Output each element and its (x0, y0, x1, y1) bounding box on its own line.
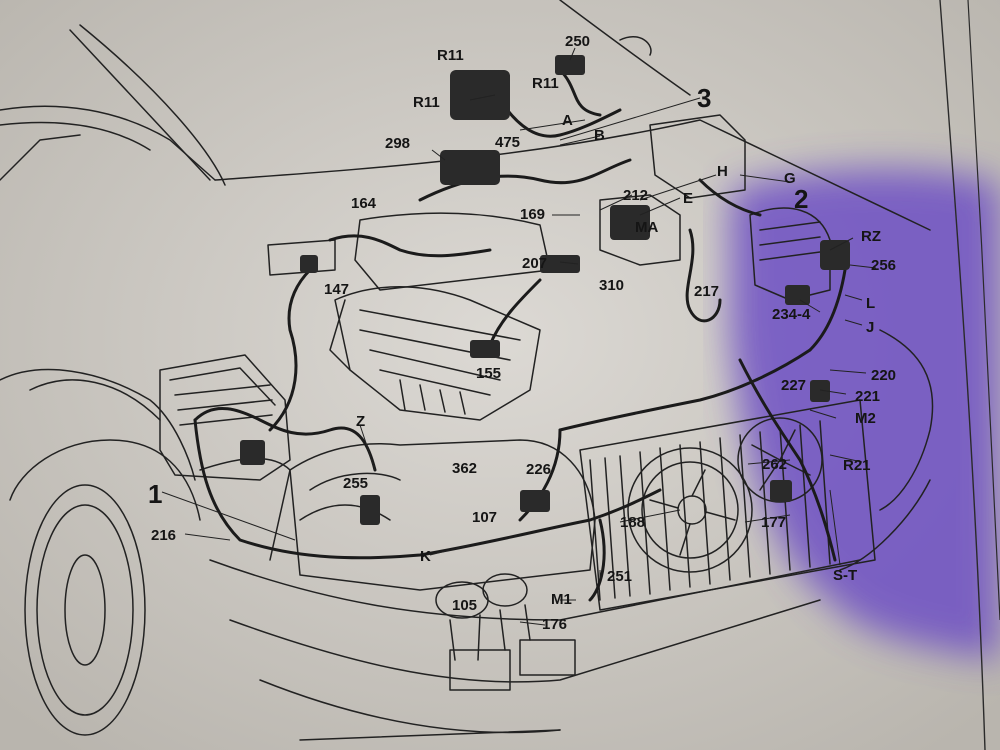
callout-262: 262 (762, 456, 788, 473)
callout-m2: M2 (855, 410, 876, 427)
callout-226: 226 (526, 461, 552, 478)
callout-169: 169 (520, 206, 546, 223)
callout-216: 216 (151, 527, 177, 544)
callout-107: 107 (472, 509, 498, 526)
callout-section-2: 2 (794, 184, 809, 214)
callout-234-4: 234-4 (772, 306, 811, 323)
callout-section-3: 3 (697, 83, 712, 113)
callout-r21: R21 (843, 457, 871, 474)
callout-217: 217 (694, 283, 720, 300)
callout-362: 362 (452, 460, 478, 477)
callout-250: 250 (565, 33, 591, 50)
callout-r11-right: R11 (532, 75, 559, 92)
callout-m1: M1 (551, 591, 572, 608)
callout-298: 298 (385, 135, 411, 152)
callout-177: 177 (761, 514, 787, 531)
callout-b: B (594, 127, 605, 144)
callout-221: 221 (855, 388, 881, 405)
callout-147: 147 (324, 281, 350, 298)
callout-475: 475 (495, 134, 521, 151)
callout-h: H (717, 163, 728, 180)
callout-r11-top: R11 (437, 47, 464, 64)
callout-g: G (784, 170, 796, 187)
callout-a: A (562, 112, 573, 129)
callout-ma: MA (635, 219, 659, 236)
callout-section-1: 1 (148, 479, 163, 509)
callout-e: E (683, 190, 694, 207)
callout-227: 227 (781, 377, 807, 394)
callout-212: 212 (623, 187, 649, 204)
callout-k: K (420, 548, 431, 565)
callout-rz: RZ (861, 228, 881, 245)
callout-255: 255 (343, 475, 369, 492)
callout-l: L (866, 295, 876, 312)
callout-251: 251 (607, 568, 633, 585)
callout-j: J (866, 319, 875, 336)
callout-176: 176 (542, 616, 568, 633)
callout-310: 310 (599, 277, 625, 294)
callout-164: 164 (351, 195, 377, 212)
callout-207: 207 (522, 255, 548, 272)
callout-155: 155 (476, 365, 502, 382)
callout-z: Z (356, 413, 366, 430)
callout-220: 220 (871, 367, 897, 384)
callout-188: 188 (620, 514, 646, 531)
callout-105: 105 (452, 597, 478, 614)
callout-s-t: S-T (833, 567, 858, 584)
callout-256: 256 (871, 257, 897, 274)
callout-r11-left: R11 (413, 94, 440, 111)
